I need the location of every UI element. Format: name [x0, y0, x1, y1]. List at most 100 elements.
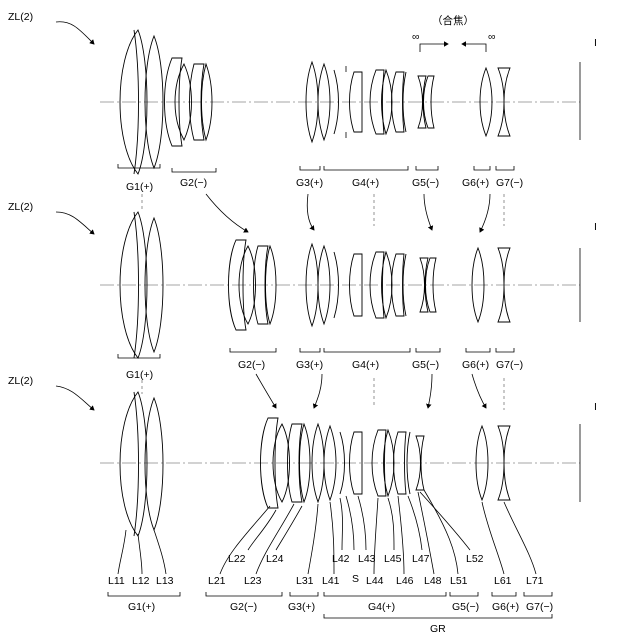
lens-label-l52: L52 — [466, 553, 484, 565]
bracket-g4-row-2 — [324, 348, 410, 352]
lens-label-l42: L42 — [332, 553, 350, 565]
bracket-g4-row-1 — [324, 166, 408, 170]
group-label-g4-row-2: G4(+) — [352, 359, 379, 371]
bracket-g5-row-1 — [416, 166, 438, 170]
leader-l31 — [308, 504, 318, 574]
lens-label-l13: L13 — [156, 575, 174, 587]
group-label-g5-row-1: G5(−) — [412, 177, 439, 189]
bottom-group-label-g6: G6(+) — [492, 601, 519, 613]
focus-arrow-g6 — [462, 44, 486, 52]
lens-label-l22: L22 — [228, 553, 246, 565]
bottom-bracket-g4 — [324, 592, 446, 596]
group-label-g4-row-1: G4(+) — [352, 177, 379, 189]
focus-arrow-g5 — [420, 44, 448, 52]
leader-l45 — [388, 498, 394, 550]
lens-label-l48: L48 — [424, 575, 442, 587]
lens-label-l12: L12 — [132, 575, 150, 587]
lens-label-l43: L43 — [358, 553, 376, 565]
lens-label-l46: L46 — [396, 575, 414, 587]
bracket-g7-row-2 — [496, 348, 514, 352]
lens-label-l11: L11 — [108, 575, 125, 587]
bracket-g7-row-1 — [496, 166, 514, 170]
lens-label-l71: L71 — [526, 575, 544, 587]
image-plane-label-row-2: I — [594, 221, 597, 233]
row-3: ZL(2) I — [8, 375, 597, 635]
bottom-group-label-g5: G5(−) — [452, 601, 479, 613]
bottom-bracket-g3 — [290, 592, 318, 596]
bracket-g3-row-2 — [300, 348, 320, 352]
group-label-g3-row-1: G3(+) — [296, 177, 323, 189]
g3-move-arrow-1 — [307, 194, 314, 230]
leader-l47 — [408, 496, 422, 550]
group-label-g2-row-2: G2(−) — [238, 359, 265, 371]
system-label-row-2: ZL(2) — [8, 201, 33, 213]
bottom-bracket-gr — [324, 614, 552, 618]
leader-l12 — [138, 534, 142, 574]
bracket-g6-row-1 — [474, 166, 490, 170]
lens-label-l41: L41 — [322, 575, 340, 587]
system-label-row-1: ZL(2) — [8, 11, 33, 23]
g6-move-arrow-1 — [480, 194, 490, 232]
row3-l11 — [120, 392, 147, 536]
group-label-g5-row-2: G5(−) — [412, 359, 439, 371]
group-label-g1-row-2: G1(+) — [126, 369, 153, 381]
focus-indicator: （合焦） ∞ ∞ — [412, 14, 496, 52]
g2-move-arrow-2 — [256, 374, 276, 408]
leader-l13 — [154, 530, 166, 574]
group-label-g3-row-2: G3(+) — [296, 359, 323, 371]
leader-l43 — [358, 496, 366, 550]
leader-s — [346, 496, 354, 550]
image-plane-label-row-3: I — [594, 401, 597, 413]
g5-move-arrow-1 — [424, 194, 432, 230]
bottom-bracket-g6 — [492, 592, 516, 596]
lens-label-l51: L51 — [450, 575, 468, 587]
focus-title: （合焦） — [432, 14, 474, 27]
bottom-group-label-g1: G1(+) — [128, 601, 155, 613]
row-1: ZL(2) I — [8, 11, 597, 193]
bottom-bracket-g7 — [524, 592, 552, 596]
image-plane-label-row-1: I — [594, 37, 597, 49]
g5-move-arrow-2 — [428, 374, 432, 408]
group-label-g7-row-2: G7(−) — [496, 359, 523, 371]
lens-label-l21: L21 — [208, 575, 226, 587]
row-2: ZL(2) I G1(+) G2(−) G3(+) G4 — [8, 201, 597, 381]
bracket-g5-row-2 — [416, 348, 440, 352]
system-pointer-row-3 — [56, 386, 94, 410]
row3-l13 — [145, 398, 163, 530]
lens-label-l31: L31 — [296, 575, 314, 587]
lens-label-l44: L44 — [366, 575, 384, 587]
group-label-g6-row-2: G6(+) — [462, 359, 489, 371]
bracket-g2-row-2 — [230, 348, 276, 352]
lens-label-l23: L23 — [244, 575, 262, 587]
infinity-right: ∞ — [488, 31, 496, 43]
bottom-group-label-g4: G4(+) — [368, 601, 395, 613]
leader-l71 — [504, 502, 536, 574]
bottom-group-label-g3: G3(+) — [288, 601, 315, 613]
bottom-bracket-g2 — [206, 592, 282, 596]
group-label-g7-row-1: G7(−) — [496, 177, 523, 189]
group-label-g1-row-1: G1(+) — [126, 181, 153, 193]
bottom-group-label-g7: G7(−) — [526, 601, 553, 613]
bracket-g6-row-2 — [466, 348, 490, 352]
g6-move-arrow-2 — [472, 374, 486, 408]
system-pointer-row-2 — [56, 212, 94, 234]
bracket-g2-row-1 — [172, 168, 216, 172]
gr-label: GR — [430, 623, 446, 635]
lens-label-l45: L45 — [384, 553, 402, 565]
lens-label-l61: L61 — [494, 575, 512, 587]
system-pointer-row-1 — [56, 22, 94, 44]
bottom-bracket-g1 — [108, 592, 180, 596]
system-label-row-3: ZL(2) — [8, 375, 33, 387]
leader-l11 — [118, 530, 126, 574]
leader-l42 — [340, 498, 343, 550]
lens-label-l24: L24 — [266, 553, 284, 565]
g3-move-arrow-2 — [314, 374, 322, 408]
group-label-g2-row-1: G2(−) — [180, 177, 207, 189]
row3-l12 — [134, 392, 139, 536]
bracket-g3-row-1 — [300, 166, 320, 170]
leader-l61 — [482, 502, 504, 574]
bottom-bracket-g5 — [450, 592, 478, 596]
lens-label-s: S — [352, 573, 359, 585]
bottom-group-label-g2: G2(−) — [230, 601, 257, 613]
